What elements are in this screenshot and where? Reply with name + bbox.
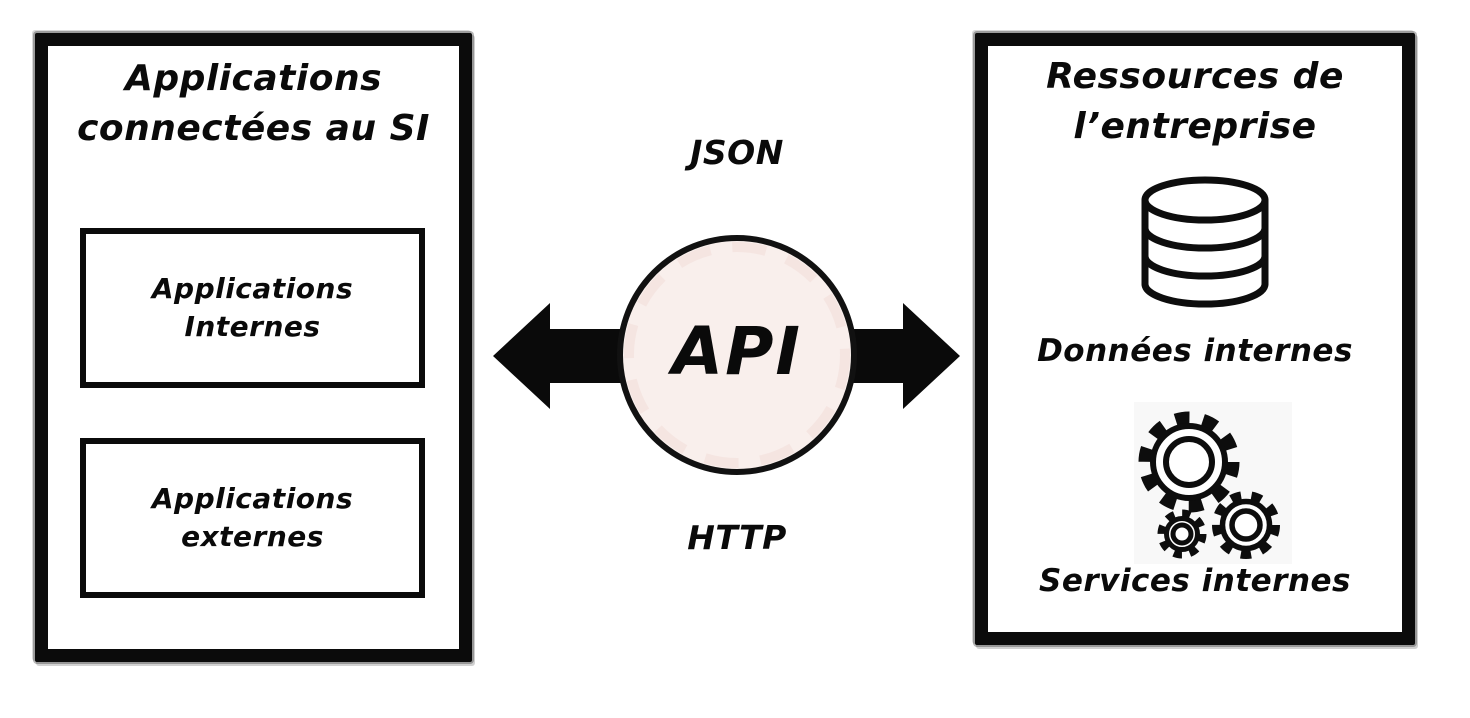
api-circle (617, 235, 857, 475)
internal-data-label: Données internes (1037, 333, 1353, 369)
internal-services-label: Services internes (1039, 563, 1351, 599)
gear-large (1138, 411, 1240, 513)
gear-small (1157, 509, 1207, 559)
right-panel-title: Ressources de l’entreprise (1046, 56, 1344, 147)
external-apps-box: Applications externes (80, 438, 425, 598)
api-label: API (671, 313, 802, 390)
internal-apps-label: Applications Internes (151, 272, 354, 343)
left-panel-title: Applications connectées au SI (77, 58, 430, 149)
internal-apps-box: Applications Internes (80, 228, 425, 388)
api-circle-texture (624, 242, 850, 468)
json-label: JSON (690, 133, 784, 172)
external-apps-label: Applications externes (151, 482, 354, 553)
gear-medium (1212, 491, 1280, 559)
gears-icon (1134, 402, 1292, 564)
http-label: HTTP (687, 518, 787, 557)
api-hub-graphic (493, 235, 960, 475)
database-icon (1141, 176, 1269, 308)
